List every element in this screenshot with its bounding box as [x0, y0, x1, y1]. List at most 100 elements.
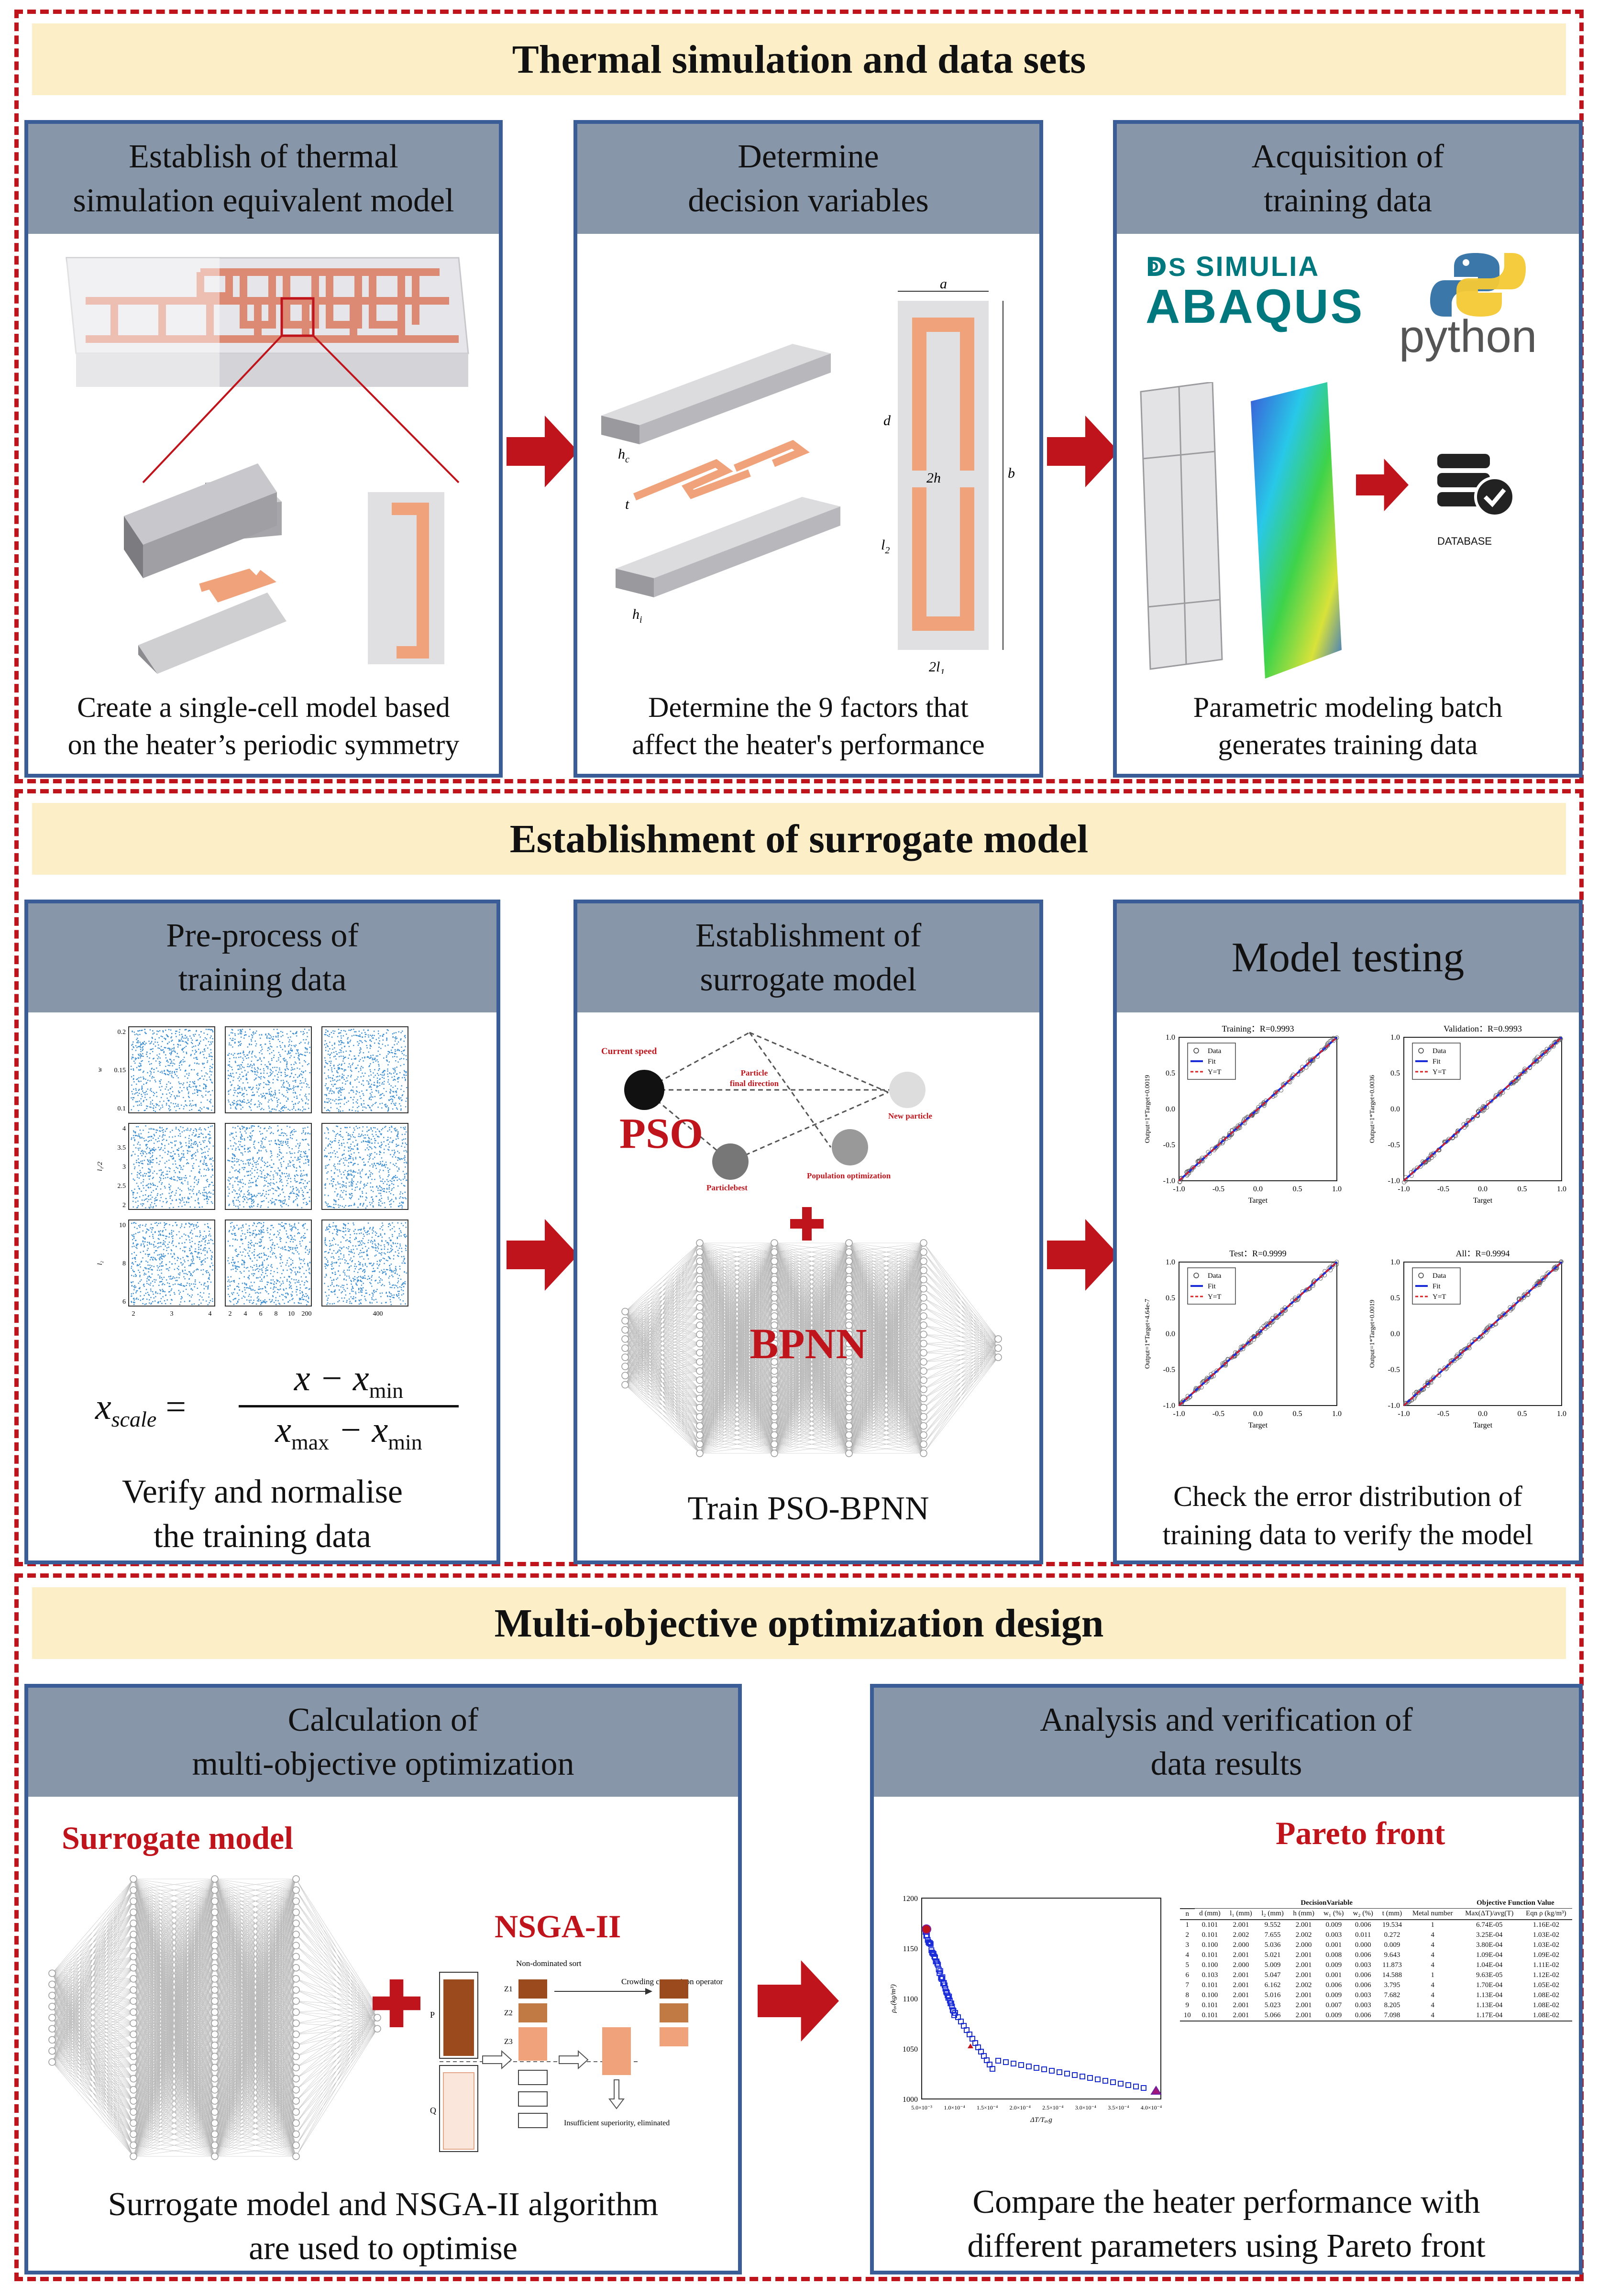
- plus-icon: [373, 1979, 420, 2027]
- panel-header: Establish of thermal simulation equivale…: [28, 124, 499, 234]
- surrogate-model-label: Surrogate model: [62, 1820, 294, 1856]
- table-cell: 2.001: [1295, 1951, 1312, 1959]
- network-node: [920, 1239, 927, 1247]
- network-node: [130, 2064, 137, 2072]
- network-node: [920, 1404, 927, 1412]
- panel-pareto-analysis: Analysis and verification of data result…: [870, 1684, 1583, 2274]
- table-cell: 0.006: [1355, 2011, 1371, 2019]
- table-cell: 5.009: [1264, 1961, 1281, 1969]
- legend-label: Fit: [1433, 1283, 1441, 1290]
- network-node: [845, 1248, 853, 1256]
- network-node: [211, 1875, 219, 1883]
- table-cell: 7.682: [1384, 1991, 1400, 1999]
- legend-label: Y=T: [1208, 1293, 1221, 1301]
- network-node: [211, 2097, 219, 2105]
- panel-pso-bpnn: Establishment of surrogate model Current…: [573, 900, 1043, 1564]
- network-node: [845, 1349, 853, 1357]
- network-node: [771, 1367, 778, 1375]
- table-column-header: Eqn ρ (kg/m³): [1520, 1908, 1572, 1920]
- network-node: [130, 2019, 137, 2027]
- network-node: [845, 1330, 853, 1339]
- network-node: [696, 1395, 704, 1402]
- table-cell: 0.272: [1384, 1931, 1400, 1939]
- pareto-highlight-point: [968, 2043, 973, 2048]
- table-cell: 4: [1431, 2001, 1434, 2009]
- scatter-points: [227, 1222, 311, 1306]
- network-node: [621, 1344, 629, 1352]
- scatter-ylabel: l₁/2: [97, 1162, 104, 1171]
- table-cell: 5.047: [1264, 1971, 1281, 1979]
- scatter-ytick: 4: [122, 1125, 126, 1132]
- panel-caption-2: on the heater’s periodic symmetry: [67, 729, 460, 760]
- network-node: [211, 1953, 219, 1961]
- table-cell: 6: [1185, 1971, 1190, 1979]
- label-p: P: [430, 2010, 435, 2020]
- panel-header-line-2: multi-objective optimization: [192, 1746, 574, 1782]
- network-node: [130, 1964, 137, 1972]
- abaqus-logo: ABAQUS: [1146, 280, 1365, 333]
- table-group-objective: Objective Function Value: [1458, 1898, 1572, 1909]
- table-column-header: w₁ (%): [1319, 1908, 1349, 1920]
- network-node: [920, 1294, 927, 1302]
- pso-diagram: Current speed Particle final direction N…: [601, 1032, 933, 1192]
- network-node: [696, 1440, 704, 1448]
- scatter-points: [324, 1029, 408, 1112]
- table-cell: 0.101: [1201, 2001, 1218, 2009]
- right-arrow-icon: [1356, 459, 1409, 511]
- scatter-xtick: 4: [209, 1310, 212, 1318]
- network-node: [920, 1248, 927, 1256]
- table-column-header: w₂ (%): [1348, 1908, 1378, 1920]
- pareto-ytick: 1000: [903, 2096, 918, 2104]
- regression-xtick: 0.0: [1253, 1185, 1263, 1193]
- panel-header-line-1: Establishment of: [695, 917, 922, 954]
- network-node: [920, 1395, 927, 1402]
- panel-caption-1: Determine the 9 factors that: [648, 692, 969, 723]
- table-cell: 0.009: [1325, 1991, 1342, 1999]
- network-node: [845, 1294, 853, 1302]
- network-node: [211, 2142, 219, 2149]
- network-node: [696, 1330, 704, 1339]
- table-cell: 1.04E-04: [1476, 1961, 1503, 1969]
- pareto-highlight-point: [922, 1924, 931, 1934]
- network-node: [771, 1248, 778, 1256]
- regression-xtick: 1.0: [1332, 1410, 1342, 1418]
- table-cell: 1.11E-02: [1532, 1961, 1559, 1969]
- panel-caption-1: Compare the heater performance with: [972, 2184, 1480, 2220]
- network-node: [374, 2014, 381, 2021]
- section-title: Multi-objective optimization design: [32, 1587, 1566, 1659]
- regression-ytick: -1.0: [1388, 1177, 1400, 1185]
- scatter-points: [324, 1222, 407, 1305]
- table-cell: 8: [1185, 1991, 1190, 1999]
- network-node: [920, 1303, 927, 1311]
- scatter-ytick: 3: [122, 1164, 126, 1171]
- panel-caption-1: Parametric modeling batch: [1193, 692, 1503, 723]
- formula-lhs: x: [95, 1387, 111, 1427]
- regression-xtick: 0.5: [1293, 1185, 1302, 1193]
- network-node: [920, 1312, 927, 1320]
- pareto-highlight-point: [1150, 2086, 1162, 2095]
- network-node: [920, 1431, 927, 1439]
- table-cell: 1.03E-02: [1532, 1941, 1560, 1949]
- label-current-speed: Current speed: [601, 1046, 657, 1056]
- table-spacer: [1180, 1898, 1195, 1909]
- scatter-ytick: 3.5: [118, 1144, 126, 1152]
- pareto-xtick: 2.0×10⁻⁴: [1010, 2104, 1031, 2111]
- label-a: a: [940, 282, 947, 292]
- plus-icon: [790, 1207, 824, 1241]
- table-cell: 1: [1185, 1921, 1190, 1929]
- regression-xtick: -0.5: [1212, 1410, 1224, 1418]
- network-node: [292, 2053, 300, 2060]
- network-node: [48, 1991, 56, 1999]
- network-node: [920, 1450, 927, 1457]
- network-node: [771, 1358, 778, 1366]
- decision-variable-diagram: hc t hi a b d 2h l2 2l1: [601, 282, 1015, 674]
- network-node: [292, 2097, 300, 2105]
- network-node: [292, 1942, 300, 1949]
- network-node: [771, 1257, 778, 1265]
- table-cell: 1.13E-04: [1476, 2001, 1503, 2009]
- network-node: [771, 1395, 778, 1402]
- regression-xlabel: Target: [1248, 1421, 1268, 1429]
